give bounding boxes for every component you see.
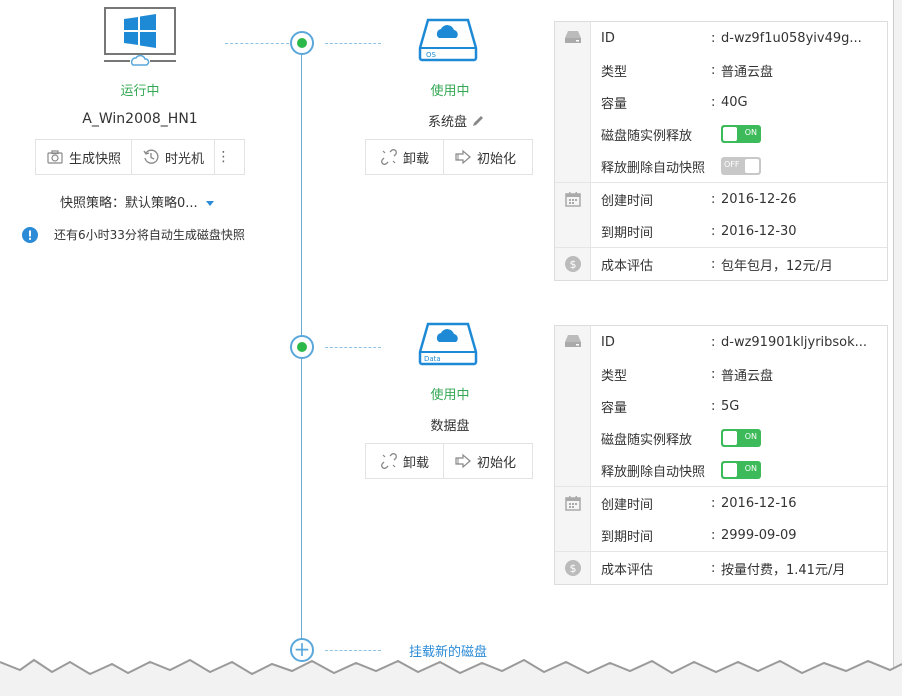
- create-snapshot-button[interactable]: 生成快照: [36, 140, 131, 174]
- arrow-right-icon: [455, 453, 471, 469]
- dollar-icon: $: [555, 248, 591, 280]
- time-machine-label: 时光机: [165, 151, 205, 167]
- delete-auto-snapshot-toggle[interactable]: OFF: [721, 157, 761, 175]
- history-icon: [143, 149, 159, 164]
- data-disk-name: 数据盘: [430, 419, 470, 434]
- snapshot-notice-text: 还有6小时33分将自动生成磁盘快照: [54, 228, 245, 242]
- system-disk-icon: OS: [418, 18, 478, 66]
- system-disk-init-label: 初始化: [477, 151, 517, 167]
- unlink-icon: [381, 149, 397, 165]
- info-row-cost: 成本评估:按量付费，1.41元/月: [601, 560, 846, 578]
- create-snapshot-label: 生成快照: [69, 151, 122, 167]
- connector-instance: [225, 43, 289, 44]
- time-machine-button[interactable]: 时光机: [131, 140, 214, 174]
- info-row-created: 创建时间:2016-12-16: [601, 495, 797, 513]
- unlink-icon: [381, 453, 397, 469]
- calendar-icon: [555, 487, 591, 551]
- snapshot-policy-select[interactable]: 默认策略0...: [125, 196, 214, 211]
- system-disk-action-group: 卸载 初始化: [365, 139, 533, 175]
- snapshot-notice: 还有6小时33分将自动生成磁盘快照: [22, 226, 245, 243]
- system-disk-init-button[interactable]: 初始化: [443, 140, 526, 174]
- delete-auto-snapshot-toggle[interactable]: ON: [721, 461, 761, 479]
- data-disk-unmount-button[interactable]: 卸载: [366, 444, 443, 478]
- info-row-expire: 到期时间:2016-12-30: [601, 223, 797, 241]
- info-row-type: 类型:普通云盘: [601, 62, 774, 80]
- data-disk-init-label: 初始化: [477, 455, 517, 471]
- connector-system-disk: [325, 43, 381, 44]
- instance-status: 运行中: [120, 84, 160, 99]
- instance-action-group: 生成快照 时光机 ⋮: [35, 139, 245, 175]
- data-disk-info-card: ID:d-wz91901kljyribsok... 类型:普通云盘 容量:5G …: [554, 325, 888, 585]
- timeline-node-system: [290, 31, 314, 55]
- calendar-icon: [555, 183, 591, 247]
- disk-topology-panel: 运行中 A_Win2008_HN1 生成快照 时光机 ⋮ 快照策略：默认策略0.…: [0, 0, 894, 672]
- system-disk-title: 系统盘: [428, 111, 485, 130]
- system-disk-badge: OS: [426, 51, 437, 59]
- snapshot-policy-value: 默认策略0...: [125, 196, 198, 211]
- info-row-size: 容量:5G: [601, 398, 740, 416]
- info-row-cost: 成本评估:包年包月，12元/月: [601, 256, 833, 274]
- dollar-icon: $: [555, 552, 591, 584]
- mount-new-disk-link[interactable]: 挂载新的磁盘: [409, 645, 488, 660]
- arrow-right-icon: [455, 149, 471, 165]
- release-with-instance-toggle[interactable]: ON: [721, 125, 761, 143]
- system-disk-status: 使用中: [430, 84, 470, 99]
- add-disk-plus-icon[interactable]: +: [290, 638, 314, 662]
- data-disk-init-button[interactable]: 初始化: [443, 444, 526, 478]
- info-row-id: ID:d-wz9f1u058yiv49g...: [591, 22, 887, 54]
- data-disk-status: 使用中: [430, 388, 470, 403]
- info-row-created: 创建时间:2016-12-26: [601, 191, 797, 209]
- camera-icon: [47, 150, 63, 164]
- info-row-size: 容量:40G: [601, 94, 748, 112]
- disk-drive-icon: [555, 22, 591, 182]
- disk-drive-icon: [555, 326, 591, 486]
- torn-edge-decoration: [0, 658, 902, 696]
- connector-new-disk: [325, 650, 381, 651]
- system-disk-unmount-button[interactable]: 卸载: [366, 140, 443, 174]
- edit-pencil-icon[interactable]: [471, 114, 485, 128]
- system-disk-info-card: ID:d-wz9f1u058yiv49g... 类型:普通云盘 容量:40G 磁…: [554, 21, 888, 281]
- data-disk-icon: Data: [418, 322, 478, 370]
- instance-monitor-icon: [104, 7, 176, 73]
- system-disk-id: d-wz9f1u058yiv49g...: [721, 30, 862, 46]
- svg-text:$: $: [569, 562, 576, 575]
- data-disk-unmount-label: 卸载: [403, 455, 430, 471]
- snapshot-policy: 快照策略：默认策略0...: [60, 192, 214, 211]
- connector-data-disk: [325, 347, 381, 348]
- info-icon: [22, 226, 38, 243]
- system-disk-name: 系统盘: [428, 115, 468, 130]
- dropdown-caret-icon: [205, 201, 214, 206]
- instance-name: A_Win2008_HN1: [82, 111, 198, 127]
- data-disk-action-group: 卸载 初始化: [365, 443, 533, 479]
- info-row-expire: 到期时间:2999-09-09: [601, 527, 797, 545]
- snapshot-policy-label: 快照策略：: [60, 196, 126, 211]
- svg-text:$: $: [569, 258, 576, 271]
- data-disk-id: d-wz91901kljyribsok...: [721, 334, 868, 350]
- data-disk-badge: Data: [424, 355, 441, 363]
- info-row-type: 类型:普通云盘: [601, 366, 774, 384]
- timeline-node-data: [290, 335, 314, 359]
- release-with-instance-toggle[interactable]: ON: [721, 429, 761, 447]
- system-disk-unmount-label: 卸载: [403, 151, 430, 167]
- more-actions-icon[interactable]: ⋮: [214, 140, 232, 174]
- info-row-id: ID:d-wz91901kljyribsok...: [591, 326, 887, 358]
